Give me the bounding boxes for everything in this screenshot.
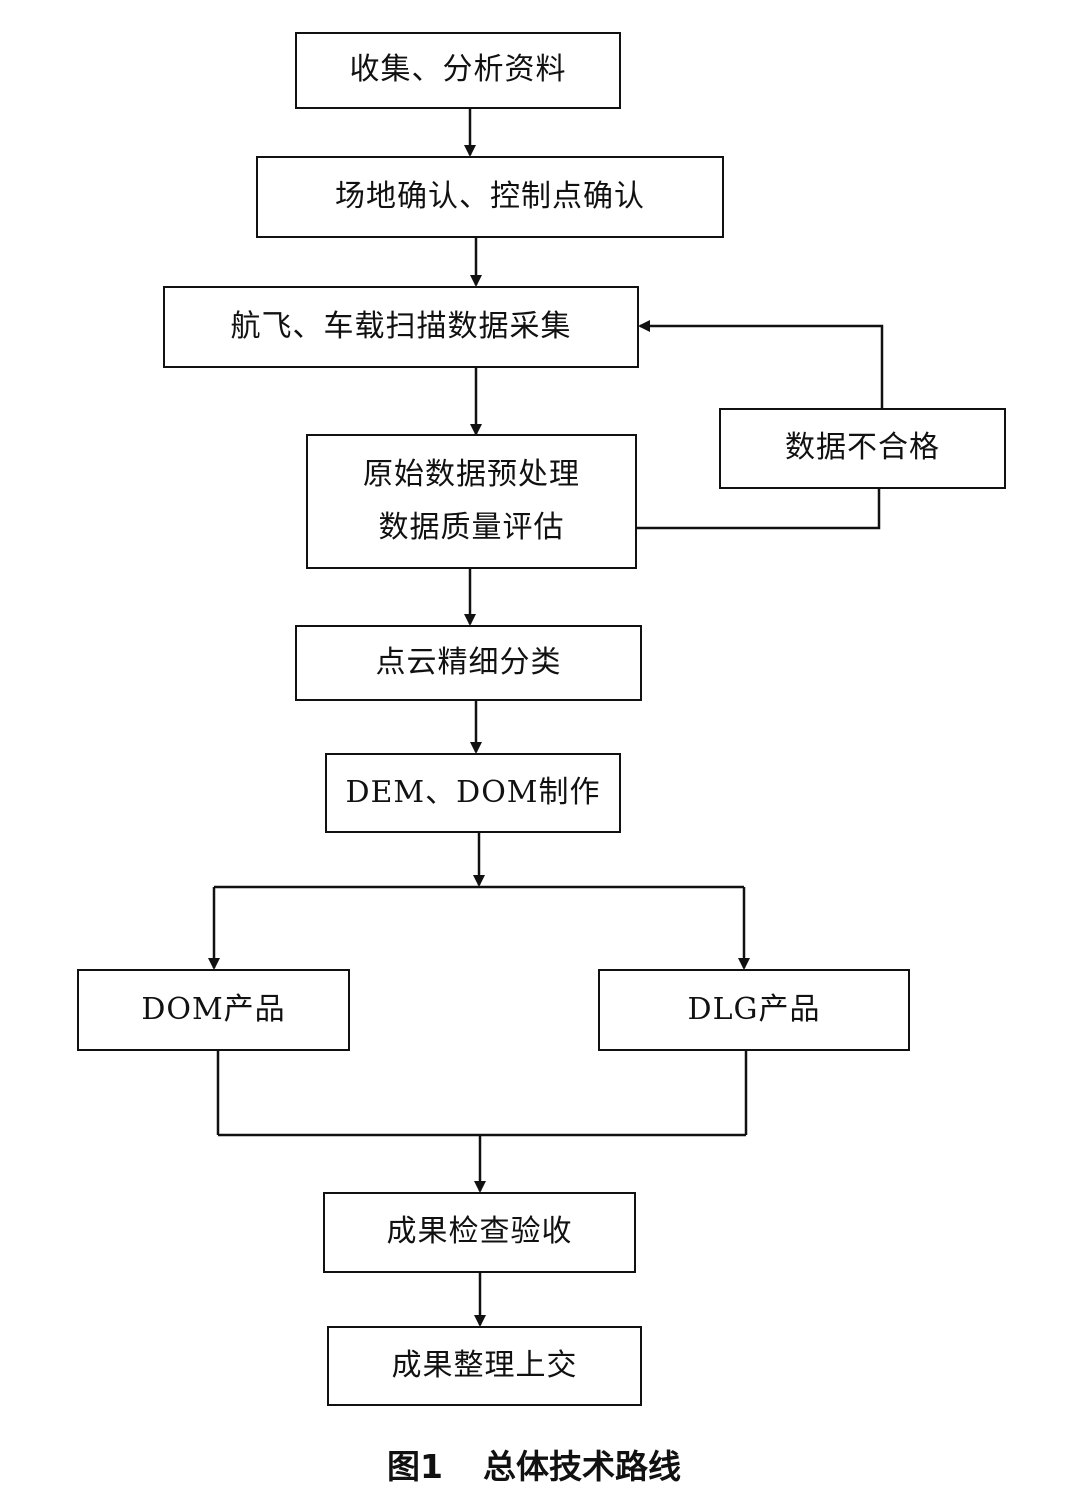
node-inspect: 成果检查验收 [323,1192,636,1273]
node-unqualified-label: 数据不合格 [785,430,940,466]
figure-caption: 图1 总体技术路线 [0,1440,1068,1488]
node-acquire: 航飞、车载扫描数据采集 [163,286,639,368]
node-unqualified: 数据不合格 [719,408,1006,489]
node-dem-dom-label: DEM、DOM制作 [345,774,601,810]
figure-caption-label: 图1 [387,1447,443,1486]
arrow-unqualified-to-acquire [638,320,884,409]
node-inspect-label: 成果检查验收 [386,1214,573,1250]
node-deliver: 成果整理上交 [327,1326,642,1406]
node-preprocess: 原始数据预处理 数据质量评估 [306,434,637,569]
node-collect: 收集、分析资料 [295,32,621,109]
node-preprocess-line1: 原始数据预处理 [363,457,580,492]
node-dlg-product: DLG产品 [598,969,910,1051]
node-classify-label: 点云精细分类 [375,644,562,680]
node-site-confirm: 场地确认、控制点确认 [256,156,724,238]
node-dem-dom: DEM、DOM制作 [325,753,621,833]
node-dlg-product-label: DLG产品 [687,991,821,1027]
line-preprocess-to-unqualified [636,489,881,530]
node-deliver-label: 成果整理上交 [391,1347,578,1383]
node-acquire-label: 航飞、车载扫描数据采集 [230,308,572,344]
node-collect-label: 收集、分析资料 [349,52,567,88]
node-preprocess-line2: 数据质量评估 [378,509,565,545]
figure-caption-title: 总体技术路线 [482,1447,681,1486]
node-dom-product-label: DOM产品 [141,991,286,1027]
node-site-confirm-label: 场地确认、控制点确认 [335,178,645,214]
node-classify: 点云精细分类 [295,625,642,701]
node-dom-product: DOM产品 [77,969,350,1051]
